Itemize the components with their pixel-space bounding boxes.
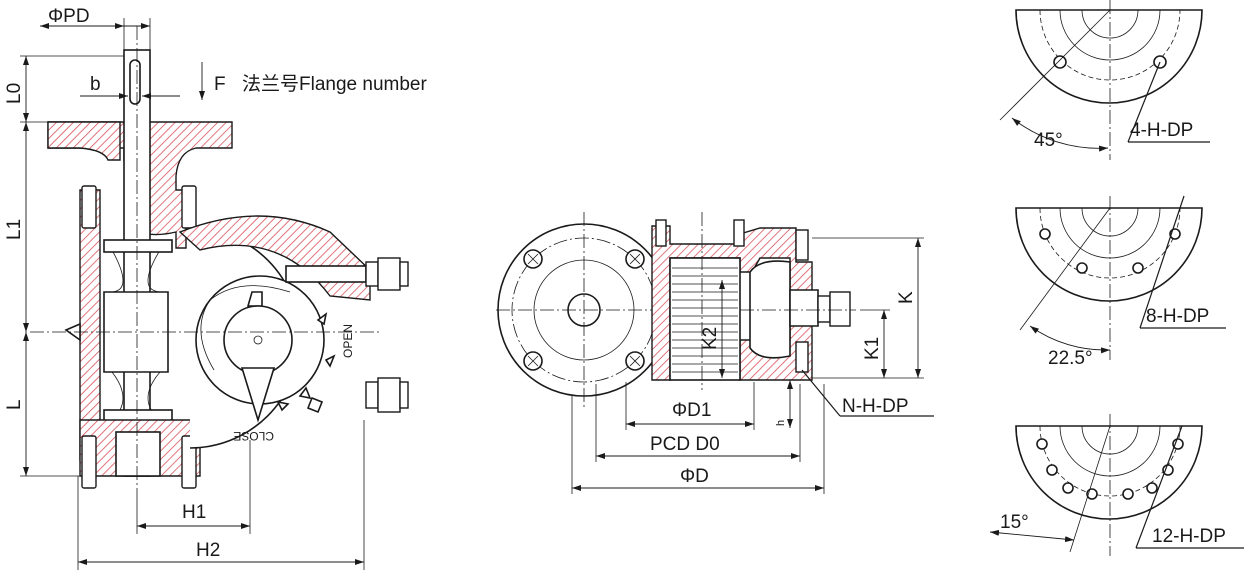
l0-label: L0 [4,83,25,104]
stop-screw [285,265,367,283]
holes-8-label: 8-H-DP [1146,306,1209,327]
bolt-pattern-4: 45° 4-H-DP [999,0,1210,160]
bolt [795,341,809,373]
stop-screw-lower [365,381,379,409]
worm-wheel [669,257,741,381]
h-label: h [775,420,787,426]
side-view: K K1 K2 ΦD1 PCD D0 ΦD h N-H-DP [496,212,934,494]
holes-12-label: 12-H-DP [1152,526,1226,547]
h2-label: H2 [196,540,220,561]
close-label: CLOSE [233,429,274,443]
bolt [181,185,197,229]
d1-label: ΦD1 [672,400,711,421]
k-label: K [896,291,917,304]
l1-label: L1 [4,219,25,240]
bolt [655,219,667,247]
bolt [795,229,809,261]
angle-45-label: 45° [1034,130,1063,151]
h1-label: H1 [182,502,206,523]
d-label: ΦD [680,466,709,487]
bolt [81,185,97,229]
holes-4-label: 4-H-DP [1130,120,1193,141]
bolt [181,435,197,489]
worm-shaft [749,260,791,359]
bolt [733,219,745,247]
open-label: OPEN [341,324,355,358]
b-label: b [90,74,101,95]
flange-number-label: 法兰号Flange number [242,73,427,95]
front-view: OPEN CLOSE ΦPD b F 法兰号Flange number L0 [4,6,427,570]
pcd-label: PCD D0 [650,434,720,455]
k2-label: K2 [700,327,721,350]
pd-label: ΦPD [48,6,90,27]
top-flange-left [47,121,121,161]
l-label: L [4,399,25,410]
bolt [81,435,97,489]
angle-22-label: 22.5° [1048,348,1093,369]
bolt-pattern-8: 22.5° 8-H-DP [1015,195,1226,369]
angle-15-label: 15° [1000,512,1029,533]
f-label: F [214,74,226,95]
shaft-key [129,59,141,105]
k1-label: K1 [862,337,883,360]
bolt-pattern-12: 15° 12-H-DP [989,414,1244,556]
nhdp-label: N-H-DP [842,396,909,417]
